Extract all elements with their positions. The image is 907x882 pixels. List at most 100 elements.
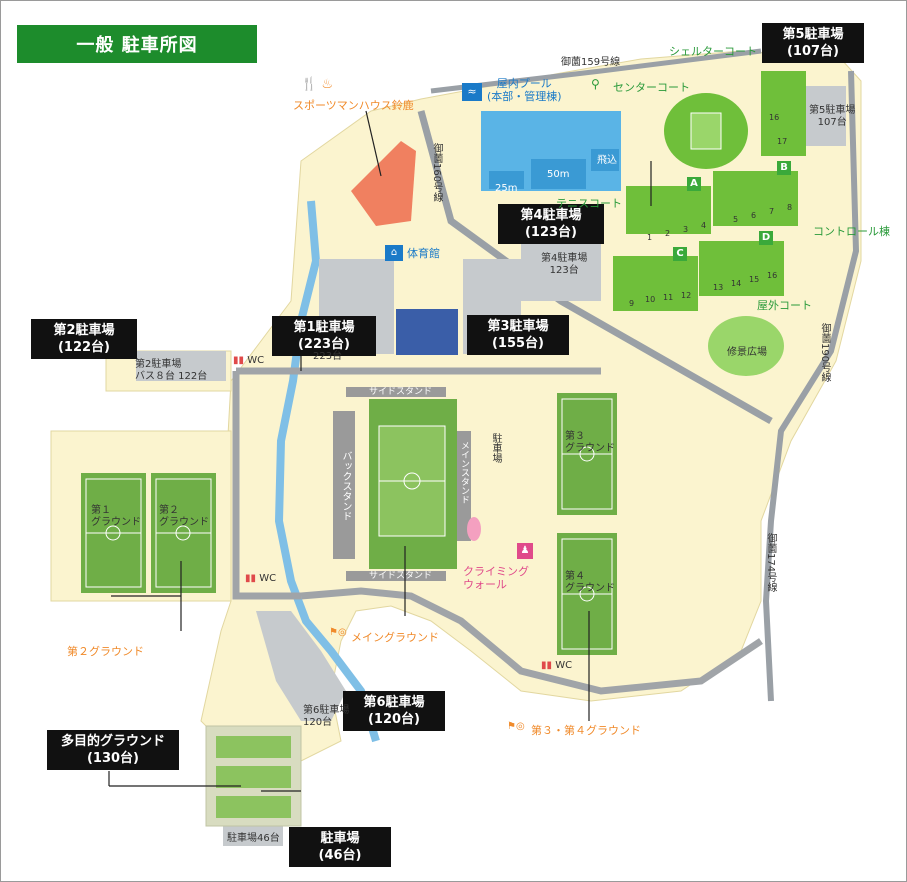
p5-lot xyxy=(806,86,846,146)
callout-p46-capacity: (46台) xyxy=(318,848,362,863)
court-num: 8 xyxy=(787,203,793,212)
label-climbing-1: クライミング xyxy=(463,565,529,578)
label-second-ground: 第２グラウンド xyxy=(67,645,144,658)
label-center-court: センターコート xyxy=(613,81,690,94)
leader-lines xyxy=(108,110,652,792)
gym xyxy=(396,309,458,355)
callout-p5[interactable]: 第5駐車場 (107台) xyxy=(762,23,864,63)
center-court-icon: ⚲ xyxy=(591,77,600,91)
callout-p4-capacity: (123台) xyxy=(524,225,578,240)
court-num: 3 xyxy=(683,225,689,234)
label-third-fourth-ground: 第３・第４グラウンド xyxy=(531,724,641,737)
court-num: 4 xyxy=(701,221,707,230)
label-p6-small: 第6駐車場 120台 xyxy=(303,705,349,729)
wc-label: WC xyxy=(259,573,277,584)
sports-house xyxy=(351,141,416,226)
wc-icon: ▮▮ xyxy=(541,660,553,671)
label-ground2-b: グラウンド xyxy=(159,517,209,528)
label-main-stand: メインスタンド xyxy=(459,441,469,504)
label-outdoor-court: 屋外コート xyxy=(757,299,812,312)
label-gym: 体育館 xyxy=(407,247,440,260)
perimeter-path xyxy=(232,367,763,695)
scenic-park xyxy=(708,316,784,376)
page-title: 一般 駐車所図 xyxy=(17,25,257,63)
label-road-174: 御薗174号線 xyxy=(765,533,776,593)
label-p4-small-cap: 123台 xyxy=(549,265,579,276)
wc-label: WC xyxy=(555,660,573,671)
label-pool-50: 50m xyxy=(547,169,570,180)
callout-p3-name: 第3駐車場 xyxy=(487,319,549,334)
label-main-ground: メイングラウンド xyxy=(351,631,439,644)
callout-p1[interactable]: 第1駐車場 (223台) xyxy=(272,316,376,356)
court-num: 15 xyxy=(749,275,760,284)
callout-p1-capacity: (223台) xyxy=(297,337,351,352)
label-p2-small-cap: バス８台 122台 xyxy=(135,371,208,382)
label-side-stand-top: サイドスタンド xyxy=(369,387,433,397)
label-ground4: 第４ グラウンド xyxy=(565,571,615,595)
label-p5-small-cap: 107台 xyxy=(817,117,847,128)
label-ground3: 第３ グラウンド xyxy=(565,431,615,455)
court-num: 7 xyxy=(769,207,775,216)
label-road-160: 御薗160号線 xyxy=(431,143,442,203)
tennis-letter-a: A xyxy=(687,177,701,191)
callout-p5-capacity: (107台) xyxy=(786,44,840,59)
wc-right: ▮▮ WC xyxy=(541,660,572,671)
label-ground1-a: 第１ xyxy=(91,505,111,516)
pool-dive xyxy=(591,149,619,171)
label-park: 修景広場 xyxy=(727,347,767,358)
callout-multi[interactable]: 多目的グラウンド (130台) xyxy=(47,730,179,770)
callout-multi-capacity: (130台) xyxy=(86,751,140,766)
callout-p3[interactable]: 第3駐車場 (155台) xyxy=(467,315,569,355)
label-p5-small: 第5駐車場 107台 xyxy=(809,105,855,129)
callout-p1-name: 第1駐車場 xyxy=(293,320,355,335)
tennis-b xyxy=(713,171,798,226)
court-num: 2 xyxy=(665,229,671,238)
wc-icon: ▮▮ xyxy=(245,573,257,584)
tennis-letter-b: B xyxy=(777,161,791,175)
court-num: 5 xyxy=(733,215,739,224)
label-ground3-a: 第３ xyxy=(565,431,585,442)
callout-p46[interactable]: 駐車場 (46台) xyxy=(289,827,391,867)
callout-p3-capacity: (155台) xyxy=(491,336,545,351)
court-num: 11 xyxy=(663,293,674,302)
tennis-letter-d: D xyxy=(759,231,773,245)
wc-icon: ▮▮ xyxy=(233,355,245,366)
tennis-letter-c: C xyxy=(673,247,687,261)
gym-icon: ⌂ xyxy=(385,245,403,261)
side-stand-bottom-rect xyxy=(346,571,446,581)
p2-lot xyxy=(136,351,226,381)
pool-50 xyxy=(531,159,586,189)
court-num: 14 xyxy=(731,279,742,288)
court-num: 9 xyxy=(629,299,635,308)
court-num: 13 xyxy=(713,283,724,292)
label-p2-small: 第2駐車場 バス８台 122台 xyxy=(135,359,207,383)
main-stand-rect xyxy=(457,431,471,541)
label-ground2: 第２ グラウンド xyxy=(159,505,209,529)
court-num: 1 xyxy=(647,233,653,242)
main-ground-icon: ⚑◎ xyxy=(329,627,347,638)
tennis-5 xyxy=(761,71,806,156)
label-back-stand: バックスタンド xyxy=(340,451,351,521)
label-tennis-court: テニスコート xyxy=(556,197,622,210)
road-190 xyxy=(762,70,860,702)
third-fourth-ground-icon: ⚑◎ xyxy=(507,721,525,732)
callout-p6[interactable]: 第6駐車場 (120台) xyxy=(343,691,445,731)
sports-house-icon: 🍴 ♨ xyxy=(301,77,333,92)
label-shelter-court: シェルターコート xyxy=(669,45,757,58)
label-ground1: 第１ グラウンド xyxy=(91,505,141,529)
pool-25 xyxy=(489,171,524,189)
back-stand xyxy=(333,411,355,559)
callout-p2[interactable]: 第2駐車場 (122台) xyxy=(31,319,137,359)
label-p4-small: 第4駐車場 123台 xyxy=(541,253,587,277)
label-p46-small: 駐車場46台 xyxy=(227,833,280,844)
label-road-190: 御薗190号線 xyxy=(819,323,830,383)
callout-p4[interactable]: 第4駐車場 (123台) xyxy=(498,204,604,244)
climbing-icon: ♟ xyxy=(517,543,533,559)
label-pool-name: 屋内プール xyxy=(496,77,552,90)
tennis-c xyxy=(613,256,698,311)
callout-p4-name: 第4駐車場 xyxy=(520,208,582,223)
label-ground3-b: グラウンド xyxy=(565,443,615,454)
label-side-stand-bottom: サイドスタンド xyxy=(369,571,433,581)
court-num: 16 xyxy=(769,113,780,122)
